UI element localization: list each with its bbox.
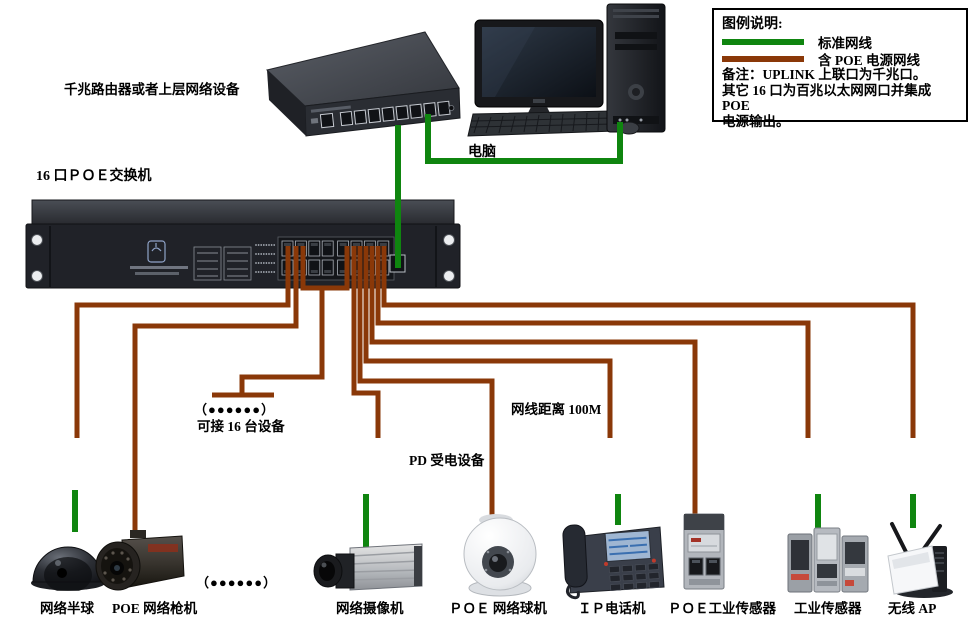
tower	[606, 3, 666, 133]
legend-item-standard: 标准网线	[722, 33, 958, 51]
cable-switch-to-adapter5	[381, 246, 916, 438]
legend-note-2: 其它 16 口为百兆以太网网口并集成 POE	[722, 82, 932, 114]
box-camera-image	[310, 538, 425, 603]
keyboard	[467, 110, 617, 137]
poe-industrial-sensor-image	[676, 510, 731, 597]
dome-camera-image	[28, 525, 108, 596]
device-label-poe-sensor: ＰＯＥ工业传感器	[668, 601, 776, 616]
device-label-boxcam: 网络摄像机	[336, 601, 404, 616]
device-label-bullet: POE 网络枪机	[112, 601, 198, 616]
switch-label: 16 口ＰＯＥ交换机	[36, 169, 152, 184]
device-label-ap: 无线 AP	[888, 601, 937, 616]
cable-switch-to-adapter3	[363, 246, 613, 438]
cable-switch-to-bullet	[132, 246, 299, 537]
cable-switch-dots-u	[300, 246, 350, 291]
legend-box: 图例说明: 标准网线 含 POE 电源网线 备注：UPLINK 上联口为千兆口。…	[712, 8, 968, 129]
legend-item-label: 标准网线	[818, 35, 872, 51]
dots-row-2: （●●●●●●）	[196, 575, 278, 590]
computer-illustration	[467, 3, 666, 137]
legend-note-3: 电源输出。	[722, 113, 790, 129]
industrial-sensor-image	[786, 526, 871, 599]
cable-switch-to-adapter1	[74, 246, 291, 438]
device-label-sensor: 工业传感器	[794, 601, 862, 616]
standard-cable-swatch	[722, 38, 804, 45]
poe-bullet-camera-image	[92, 528, 187, 599]
legend-title: 图例说明:	[722, 17, 783, 32]
switch-led-grid	[255, 244, 276, 273]
poe-cable-swatch	[722, 55, 804, 62]
capacity-label: 可接 16 台设备	[197, 419, 285, 434]
cable-switch-to-ballcam	[357, 246, 495, 522]
device-label-ballcam: ＰＯＥ 网络球机	[449, 601, 547, 616]
device-label-dome: 网络半球	[40, 601, 94, 616]
cable-switch-to-adapter4	[375, 246, 811, 438]
switch-label-boxes	[193, 246, 252, 281]
legend-item-poe: 含 POE 电源网线	[722, 50, 958, 68]
pd-device-label: PD 受电设备	[409, 453, 485, 468]
cable-router-to-pc	[425, 114, 623, 164]
cable-switch-to-adapter2	[351, 246, 381, 438]
cable-distance-label: 网线距离 100M	[511, 402, 602, 417]
router-illustration	[265, 31, 461, 137]
poe-ball-camera-image	[452, 512, 547, 602]
router-image	[255, 22, 470, 142]
cable-switch-to-poe-sensor	[369, 246, 698, 518]
wireless-ap-image	[876, 518, 961, 603]
dots-row-1: （●●●●●●）	[194, 402, 276, 417]
router-label: 千兆路由器或者上层网络设备	[64, 82, 240, 97]
switch-logo	[130, 240, 188, 275]
legend-note-1: 备注：UPLINK 上联口为千兆口。	[722, 67, 927, 82]
device-label-ipphone: ＩＰ电话机	[578, 601, 646, 616]
computer-label: 电脑	[468, 145, 496, 160]
cable-switch-dots-drop	[239, 288, 325, 394]
ip-phone-image	[560, 515, 665, 605]
computer-image	[455, 0, 675, 160]
legend-item-label: 含 POE 电源网线	[818, 52, 921, 68]
